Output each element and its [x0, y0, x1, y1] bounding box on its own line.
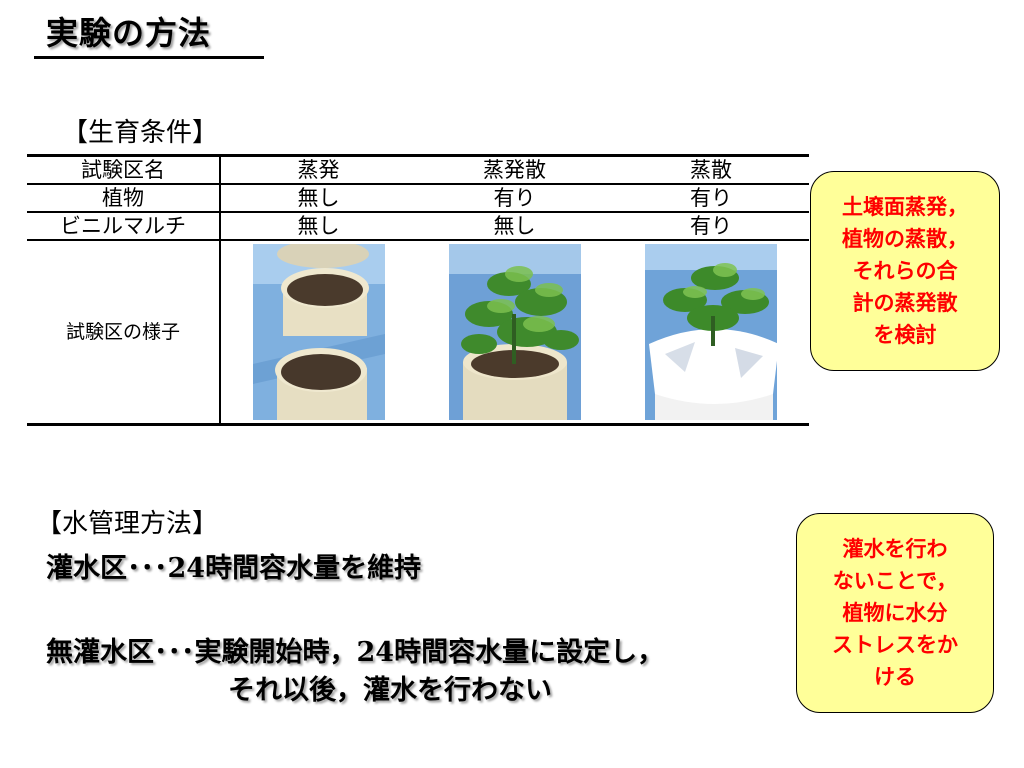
irrigated-plot-prefix: 灌水区･･･ — [46, 553, 168, 584]
plant-pot-photo — [448, 244, 581, 420]
table-cell: 有り — [613, 184, 809, 213]
table-cell: 無し — [220, 184, 416, 213]
table-cell: 蒸発散 — [416, 155, 613, 185]
evaporation-callout: 土壌面蒸発， 植物の蒸散， それらの合 計の蒸発散 を検討 — [810, 171, 1000, 371]
table-row: ビニルマルチ 無し 無し 有り — [27, 212, 809, 241]
non-irrigated-plot-suffix: 時間容水量に設定し， — [394, 637, 665, 668]
slide-title: 実験の方法 — [46, 14, 212, 52]
soil-pots-photo — [252, 244, 385, 420]
table-cell — [613, 240, 809, 425]
non-irrigated-plot-prefix: 無灌水区･･･実験開始時， — [46, 637, 357, 668]
irrigated-plot-number: 24 — [167, 553, 206, 584]
irrigated-plot-line: 灌水区･･･24時間容水量を維持 — [46, 546, 421, 585]
table-cell — [416, 240, 613, 425]
table-cell: 無し — [220, 212, 416, 241]
table-cell — [220, 240, 416, 425]
table-cell: 無し — [416, 212, 613, 241]
irrigated-plot-suffix: 時間容水量を維持 — [205, 553, 422, 584]
table-cell: 有り — [416, 184, 613, 213]
mulched-plant-pot-photo — [645, 244, 777, 420]
table-header-row: 試験区名 蒸発 蒸発散 蒸散 — [27, 155, 809, 185]
table-cell: 蒸散 — [613, 155, 809, 185]
table-cell: 植物 — [27, 184, 221, 213]
water-management-label: 【水管理方法】 — [36, 509, 219, 539]
growth-conditions-table: 試験区名 蒸発 蒸発散 蒸散 植物 無し 有り 有り ビニルマルチ 無し 無し … — [27, 154, 809, 426]
title-underline — [34, 56, 264, 59]
non-irrigated-plot-number: 24 — [356, 637, 395, 668]
non-irrigated-plot-line: 無灌水区･･･実験開始時，24時間容水量に設定し， — [46, 630, 664, 669]
table-cell: ビニルマルチ — [27, 212, 221, 241]
water-stress-callout: 灌水を行わ ないことで， 植物に水分 ストレスをか ける — [796, 513, 994, 713]
table-photo-row: 試験区の様子 — [27, 240, 809, 425]
growth-conditions-label: 【生育条件】 — [62, 118, 219, 148]
table-cell: 有り — [613, 212, 809, 241]
non-irrigated-plot-continuation: それ以後，灌水を行わない — [228, 675, 552, 706]
table-cell: 試験区の様子 — [27, 240, 221, 425]
table-row: 植物 無し 有り 有り — [27, 184, 809, 213]
table-cell: 試験区名 — [27, 155, 221, 185]
table-cell: 蒸発 — [220, 155, 416, 185]
